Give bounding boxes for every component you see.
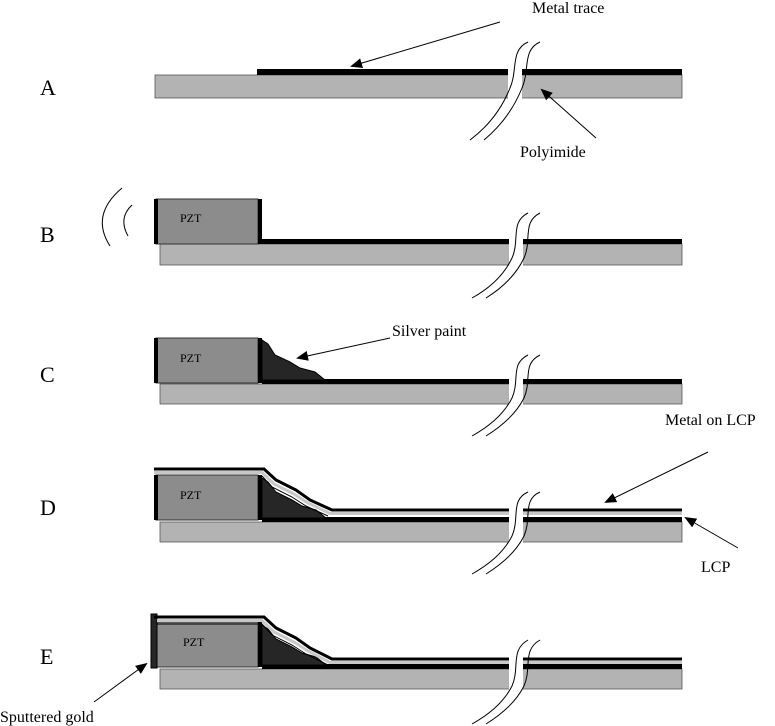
lcp-under-metal	[157, 623, 329, 666]
panel-label-b: B	[40, 222, 55, 247]
pzt-electrode-right	[258, 475, 262, 520]
panel-label-d: D	[40, 495, 56, 520]
break-mark	[471, 639, 541, 725]
polyimide-substrate	[159, 243, 683, 266]
panel-label-e: E	[40, 644, 53, 669]
metal-on-lcp-layer	[154, 467, 682, 512]
pzt-electrode-right	[258, 622, 262, 667]
pzt-electrode-right	[258, 338, 262, 383]
lcp-layer	[154, 471, 682, 515]
polyimide-substrate	[159, 383, 683, 405]
metal-on-lcp-label: Metal on LCP	[665, 412, 756, 429]
break-mark	[471, 491, 541, 575]
panel-e: E PZT Sputtered gold	[0, 613, 683, 726]
break-mark	[471, 354, 541, 437]
lcp-layer	[157, 619, 682, 664]
polyimide-substrate	[159, 521, 683, 543]
break-mark	[469, 41, 541, 141]
pzt-electrode-left	[154, 475, 158, 520]
polyimide-label: Polyimide	[520, 144, 586, 161]
lcp-label: LCP	[701, 559, 730, 576]
pzt-block	[155, 337, 259, 384]
silver-paint-arrow	[296, 337, 391, 361]
lcp-under-metal	[261, 475, 329, 517]
panel-label-a: A	[40, 75, 56, 100]
lcp-arrow	[684, 517, 739, 549]
polyimide-substrate	[154, 74, 683, 99]
metal-trace	[257, 69, 682, 75]
polyimide-arrow	[540, 88, 597, 139]
panel-c: C PZT Silver paint	[40, 323, 683, 437]
pzt-label: PZT	[180, 211, 202, 225]
break-mark	[471, 212, 541, 299]
metal-trace-arrow	[350, 21, 501, 68]
silver-paint-fillet	[261, 624, 328, 666]
metal-trace	[262, 239, 682, 244]
metal-on-lcp-layer	[154, 615, 682, 661]
pzt-block	[155, 621, 259, 668]
panel-a: A Metal trace Polyimide	[40, 0, 683, 161]
metal-trace	[262, 379, 682, 384]
pzt-block	[155, 474, 259, 521]
sputtered-gold-layer	[150, 613, 158, 669]
metal-trace-label: Metal trace	[532, 0, 604, 17]
sputtered-gold-arrow	[93, 662, 148, 703]
pzt-block	[155, 198, 259, 245]
panel-b: B PZT	[40, 187, 683, 299]
silver-paint-label: Silver paint	[392, 323, 467, 340]
wave-arc-outer	[101, 187, 123, 247]
pzt-electrode-left	[154, 338, 158, 383]
pzt-label: PZT	[180, 488, 202, 502]
pzt-electrode-left	[154, 199, 158, 244]
pzt-electrode-right	[258, 199, 262, 244]
pzt-label: PZT	[183, 635, 205, 649]
metal-on-lcp-arrow	[604, 451, 709, 503]
panel-d: D PZT Metal on LCP LCP	[40, 412, 756, 576]
metal-trace	[262, 664, 682, 669]
silver-paint-fillet	[261, 339, 327, 381]
panel-label-c: C	[40, 362, 55, 387]
polyimide-substrate	[159, 668, 683, 690]
sputtered-gold-label: Sputtered gold	[0, 709, 94, 726]
wave-arc-inner	[123, 204, 133, 237]
pzt-label: PZT	[180, 351, 202, 365]
metal-trace	[262, 517, 682, 522]
